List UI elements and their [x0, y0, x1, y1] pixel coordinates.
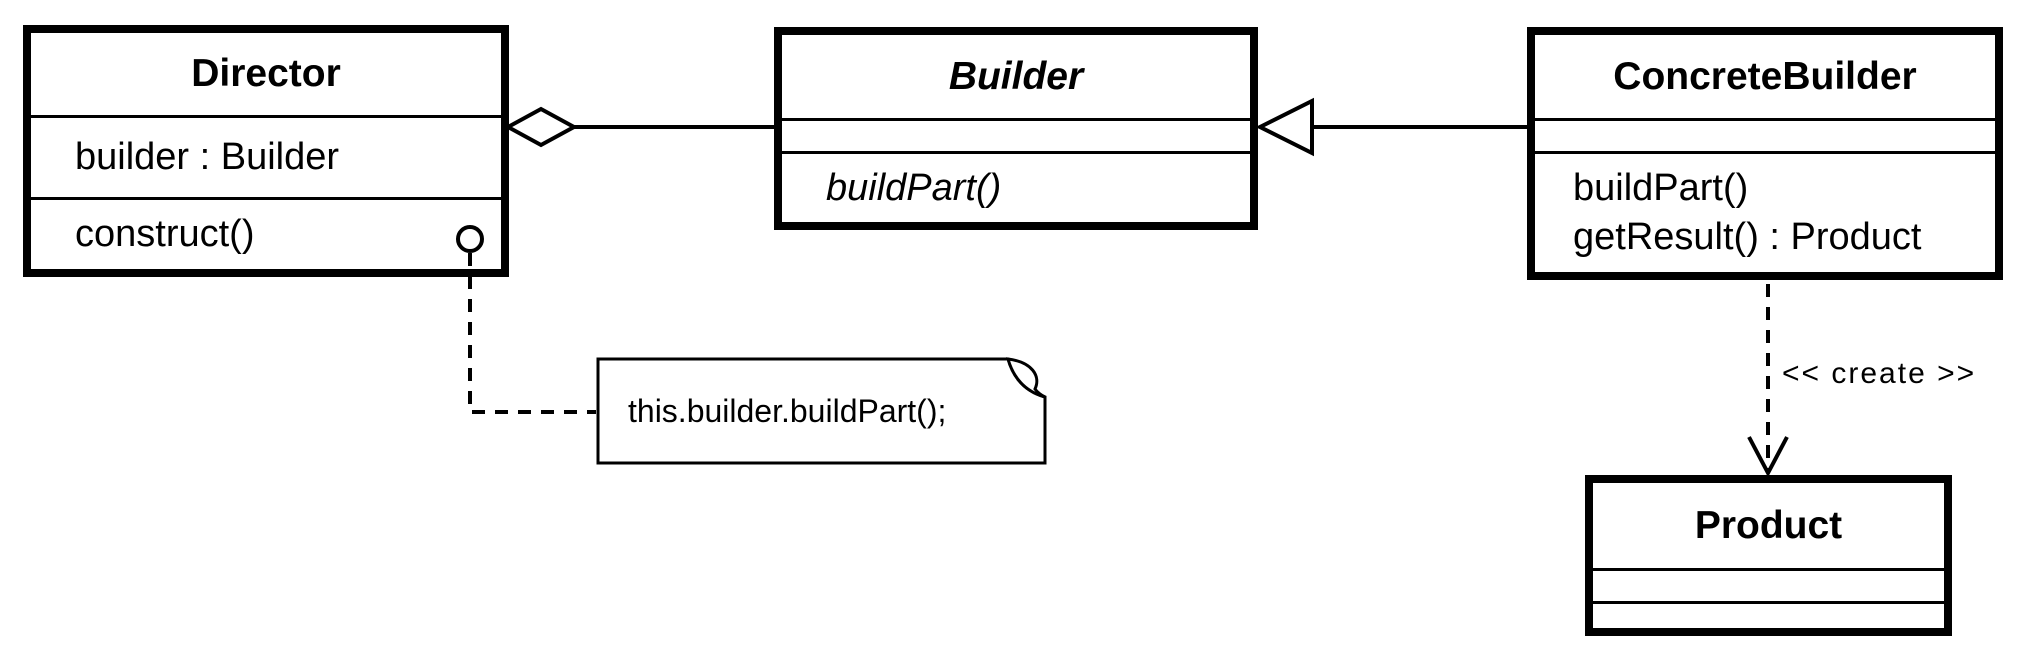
create-arrowhead-icon	[1747, 436, 1789, 478]
class-box-product: Product	[1585, 475, 1952, 636]
product-attributes-section-empty	[1593, 568, 1944, 601]
method-getresult: getResult() : Product	[1573, 216, 1922, 258]
method-buildpart-abstract: buildPart()	[826, 166, 1002, 209]
class-title-director: Director	[191, 52, 341, 95]
director-methods-section: construct()	[31, 197, 501, 269]
class-box-builder: Builder buildPart()	[774, 27, 1258, 230]
concrete-builder-attributes-section-empty	[1535, 118, 1995, 151]
concrete-builder-methods-section: buildPart() getResult() : Product	[1535, 151, 1995, 272]
create-stereotype-label: << create >>	[1782, 357, 1977, 390]
class-title-concrete-builder: ConcreteBuilder	[1613, 54, 1917, 98]
method-construct: construct()	[75, 213, 255, 255]
class-box-director: Director builder : Builder construct()	[23, 25, 509, 277]
class-box-concrete-builder: ConcreteBuilder buildPart() getResult() …	[1527, 27, 2003, 280]
inheritance-triangle-icon	[1255, 97, 1314, 157]
product-methods-section-empty	[1593, 601, 1944, 628]
aggregation-diamond-icon	[503, 106, 579, 148]
builder-attributes-section-empty	[782, 118, 1250, 151]
builder-methods-section: buildPart()	[782, 151, 1250, 222]
director-attributes-section: builder : Builder	[31, 115, 501, 197]
note-text: this.builder.buildPart();	[628, 392, 947, 429]
note-anchor-circle-icon	[456, 225, 484, 253]
note-fold-corner-icon	[1005, 357, 1046, 399]
class-title-builder: Builder	[948, 54, 1084, 98]
note-connector-dashed-line	[468, 253, 596, 414]
method-buildpart: buildPart()	[1573, 166, 1749, 209]
class-title-product: Product	[1694, 503, 1843, 547]
attribute-builder: builder : Builder	[75, 136, 340, 178]
